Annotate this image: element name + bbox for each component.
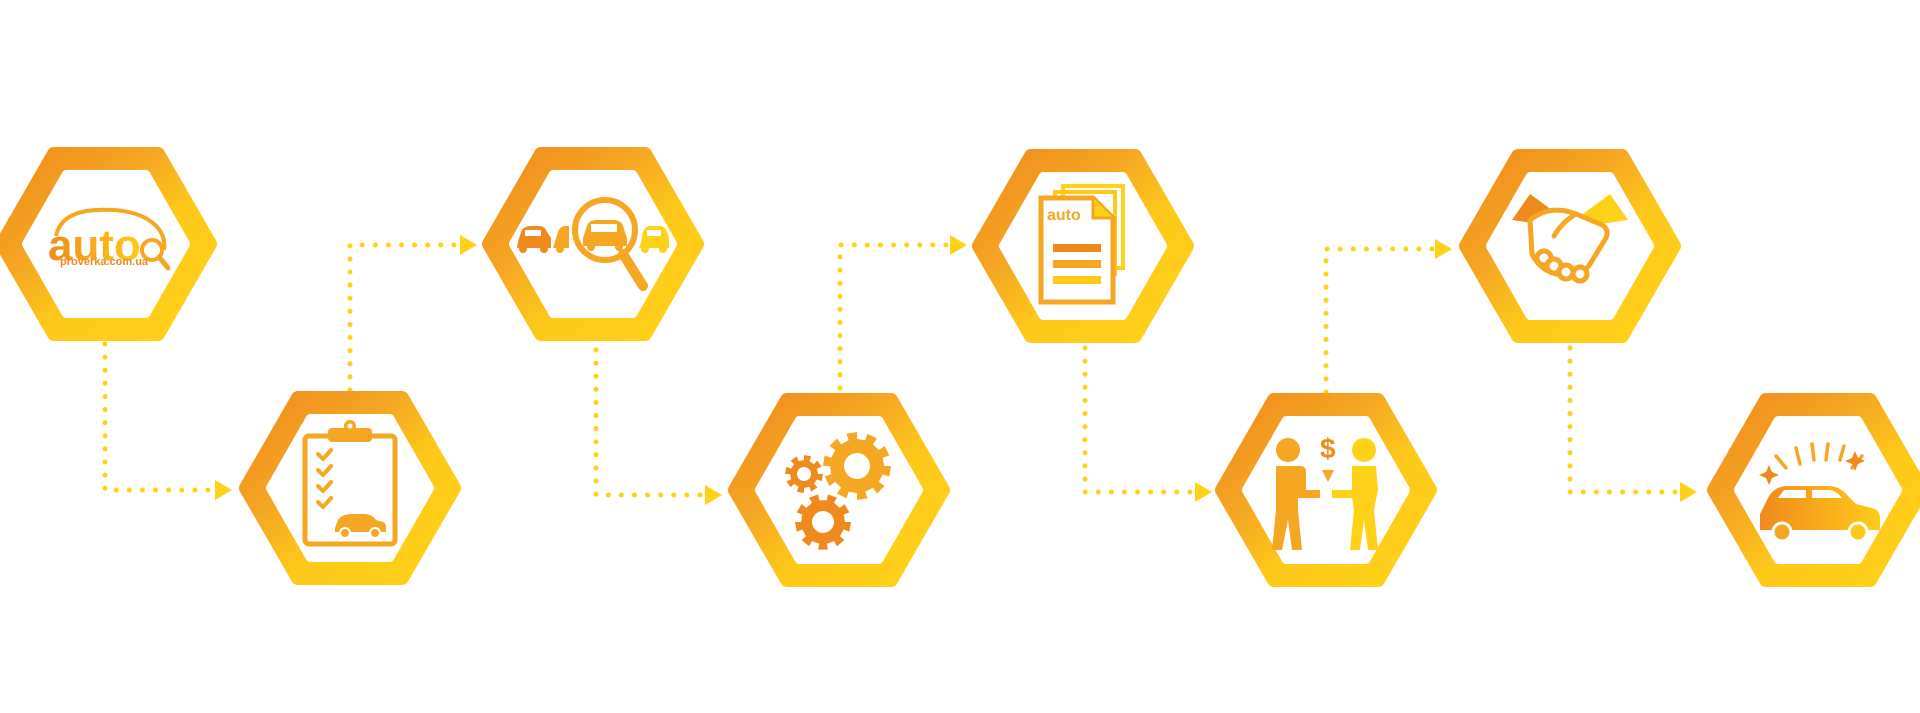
arrowhead-icon [460,235,477,255]
connector-arrowheads [215,235,1697,505]
arrowhead-icon [1680,482,1697,502]
shiny-new-car-icon [1759,442,1880,543]
person-icon [1332,438,1378,550]
car-icon [335,514,386,539]
connector-7-8 [1567,345,1683,495]
car-icon [517,226,551,253]
arrow-down-icon [1322,470,1334,482]
connector-4-5 [837,242,953,391]
car-icon [583,220,627,251]
car-icon [553,226,569,253]
connector-5-6 [1082,345,1198,495]
car-icon [639,226,669,253]
arrowhead-icon [1195,482,1212,502]
arrowhead-icon [1435,239,1452,259]
magnifier-icon [140,238,164,262]
dollar-sign-icon: $ [1320,433,1336,464]
logo-url-text: proverka.com.ua [60,256,149,268]
arrowhead-icon [950,235,967,255]
car-search-magnifier-icon [517,197,669,291]
car-icon [1760,486,1880,543]
logo-brand-text: auto [48,221,141,270]
payment-exchange-icon: $ [1272,433,1378,550]
checklist-clipboard-icon [302,420,398,547]
connector-6-7 [1323,246,1438,395]
connector-2-3 [347,242,463,393]
step-hexagons [0,147,1920,587]
person-icon [1272,438,1320,550]
arrowhead-icon [705,485,722,505]
handshake-icon [1512,194,1628,284]
arrowhead-icon [215,480,232,500]
document-logo-text: auto [1047,207,1081,224]
hexagon-inner-step-2 [266,414,434,562]
autoproverka-logo-icon: auto proverka.com.ua [48,207,171,271]
connector-3-4 [593,347,708,498]
magnifier-icon [572,197,638,263]
connector-1-2 [102,341,218,493]
hexagon-inner-step-1 [22,170,190,318]
documents-icon: auto [1038,184,1125,305]
connectors [102,242,1683,498]
gears-icon [785,432,891,550]
